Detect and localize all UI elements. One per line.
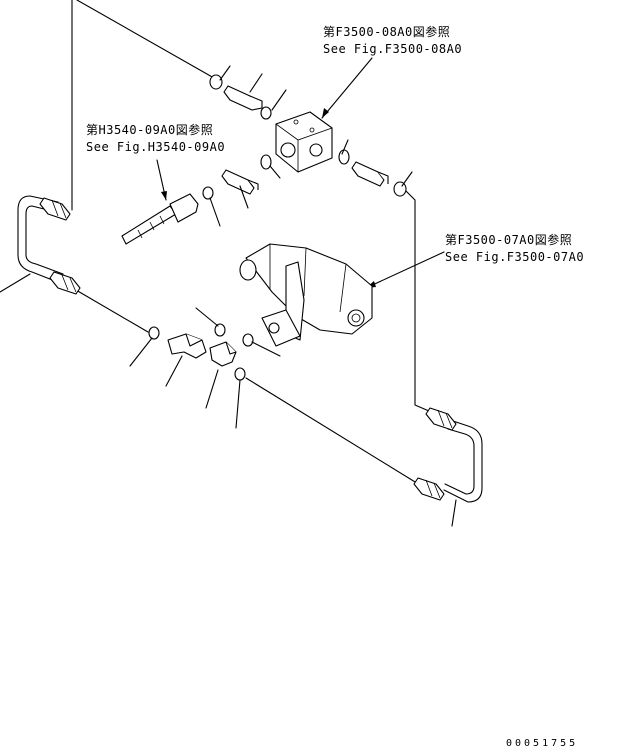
hose-nut-upper-left — [39, 197, 71, 221]
elbow-fitting-right — [209, 341, 237, 367]
callout-f3500-07a0: 第F3500-07A0図参照 See Fig.F3500-07A0 — [365, 232, 584, 289]
callout-h3540-09a0-jp: 第H3540-09A0図参照 — [86, 122, 213, 137]
hose-nut-lower-left — [49, 271, 81, 295]
callout-h3540-09a0: 第H3540-09A0図参照 See Fig.H3540-09A0 — [86, 122, 225, 201]
hose-nut-right-upper — [425, 407, 457, 431]
leader-line — [365, 251, 445, 289]
hose-nut-right-lower — [413, 477, 445, 501]
straight-connector-top — [223, 85, 263, 111]
item-leaders — [0, 65, 457, 527]
callout-f3500-08a0-jp: 第F3500-08A0図参照 — [323, 24, 450, 39]
hose-assembly — [121, 193, 199, 245]
callout-f3500-08a0-en: See Fig.F3500-08A0 — [323, 42, 462, 56]
main-valve-body — [239, 243, 373, 347]
arrowhead — [322, 108, 329, 118]
straight-connector-right — [351, 161, 389, 187]
leader-line — [321, 57, 373, 119]
drawing-number: 00051755 — [506, 738, 578, 749]
callout-f3500-08a0: 第F3500-08A0図参照 See Fig.F3500-08A0 — [321, 24, 462, 119]
callout-f3500-07a0-en: See Fig.F3500-07A0 — [445, 250, 584, 264]
callout-f3500-07a0-jp: 第F3500-07A0図参照 — [445, 232, 572, 247]
callout-h3540-09a0-en: See Fig.H3540-09A0 — [86, 140, 225, 154]
arrowhead — [161, 191, 167, 200]
hose-lines — [17, 0, 483, 503]
straight-connector-middle — [221, 169, 259, 195]
elbow-fitting-left — [167, 333, 207, 359]
valve-block — [275, 111, 333, 173]
